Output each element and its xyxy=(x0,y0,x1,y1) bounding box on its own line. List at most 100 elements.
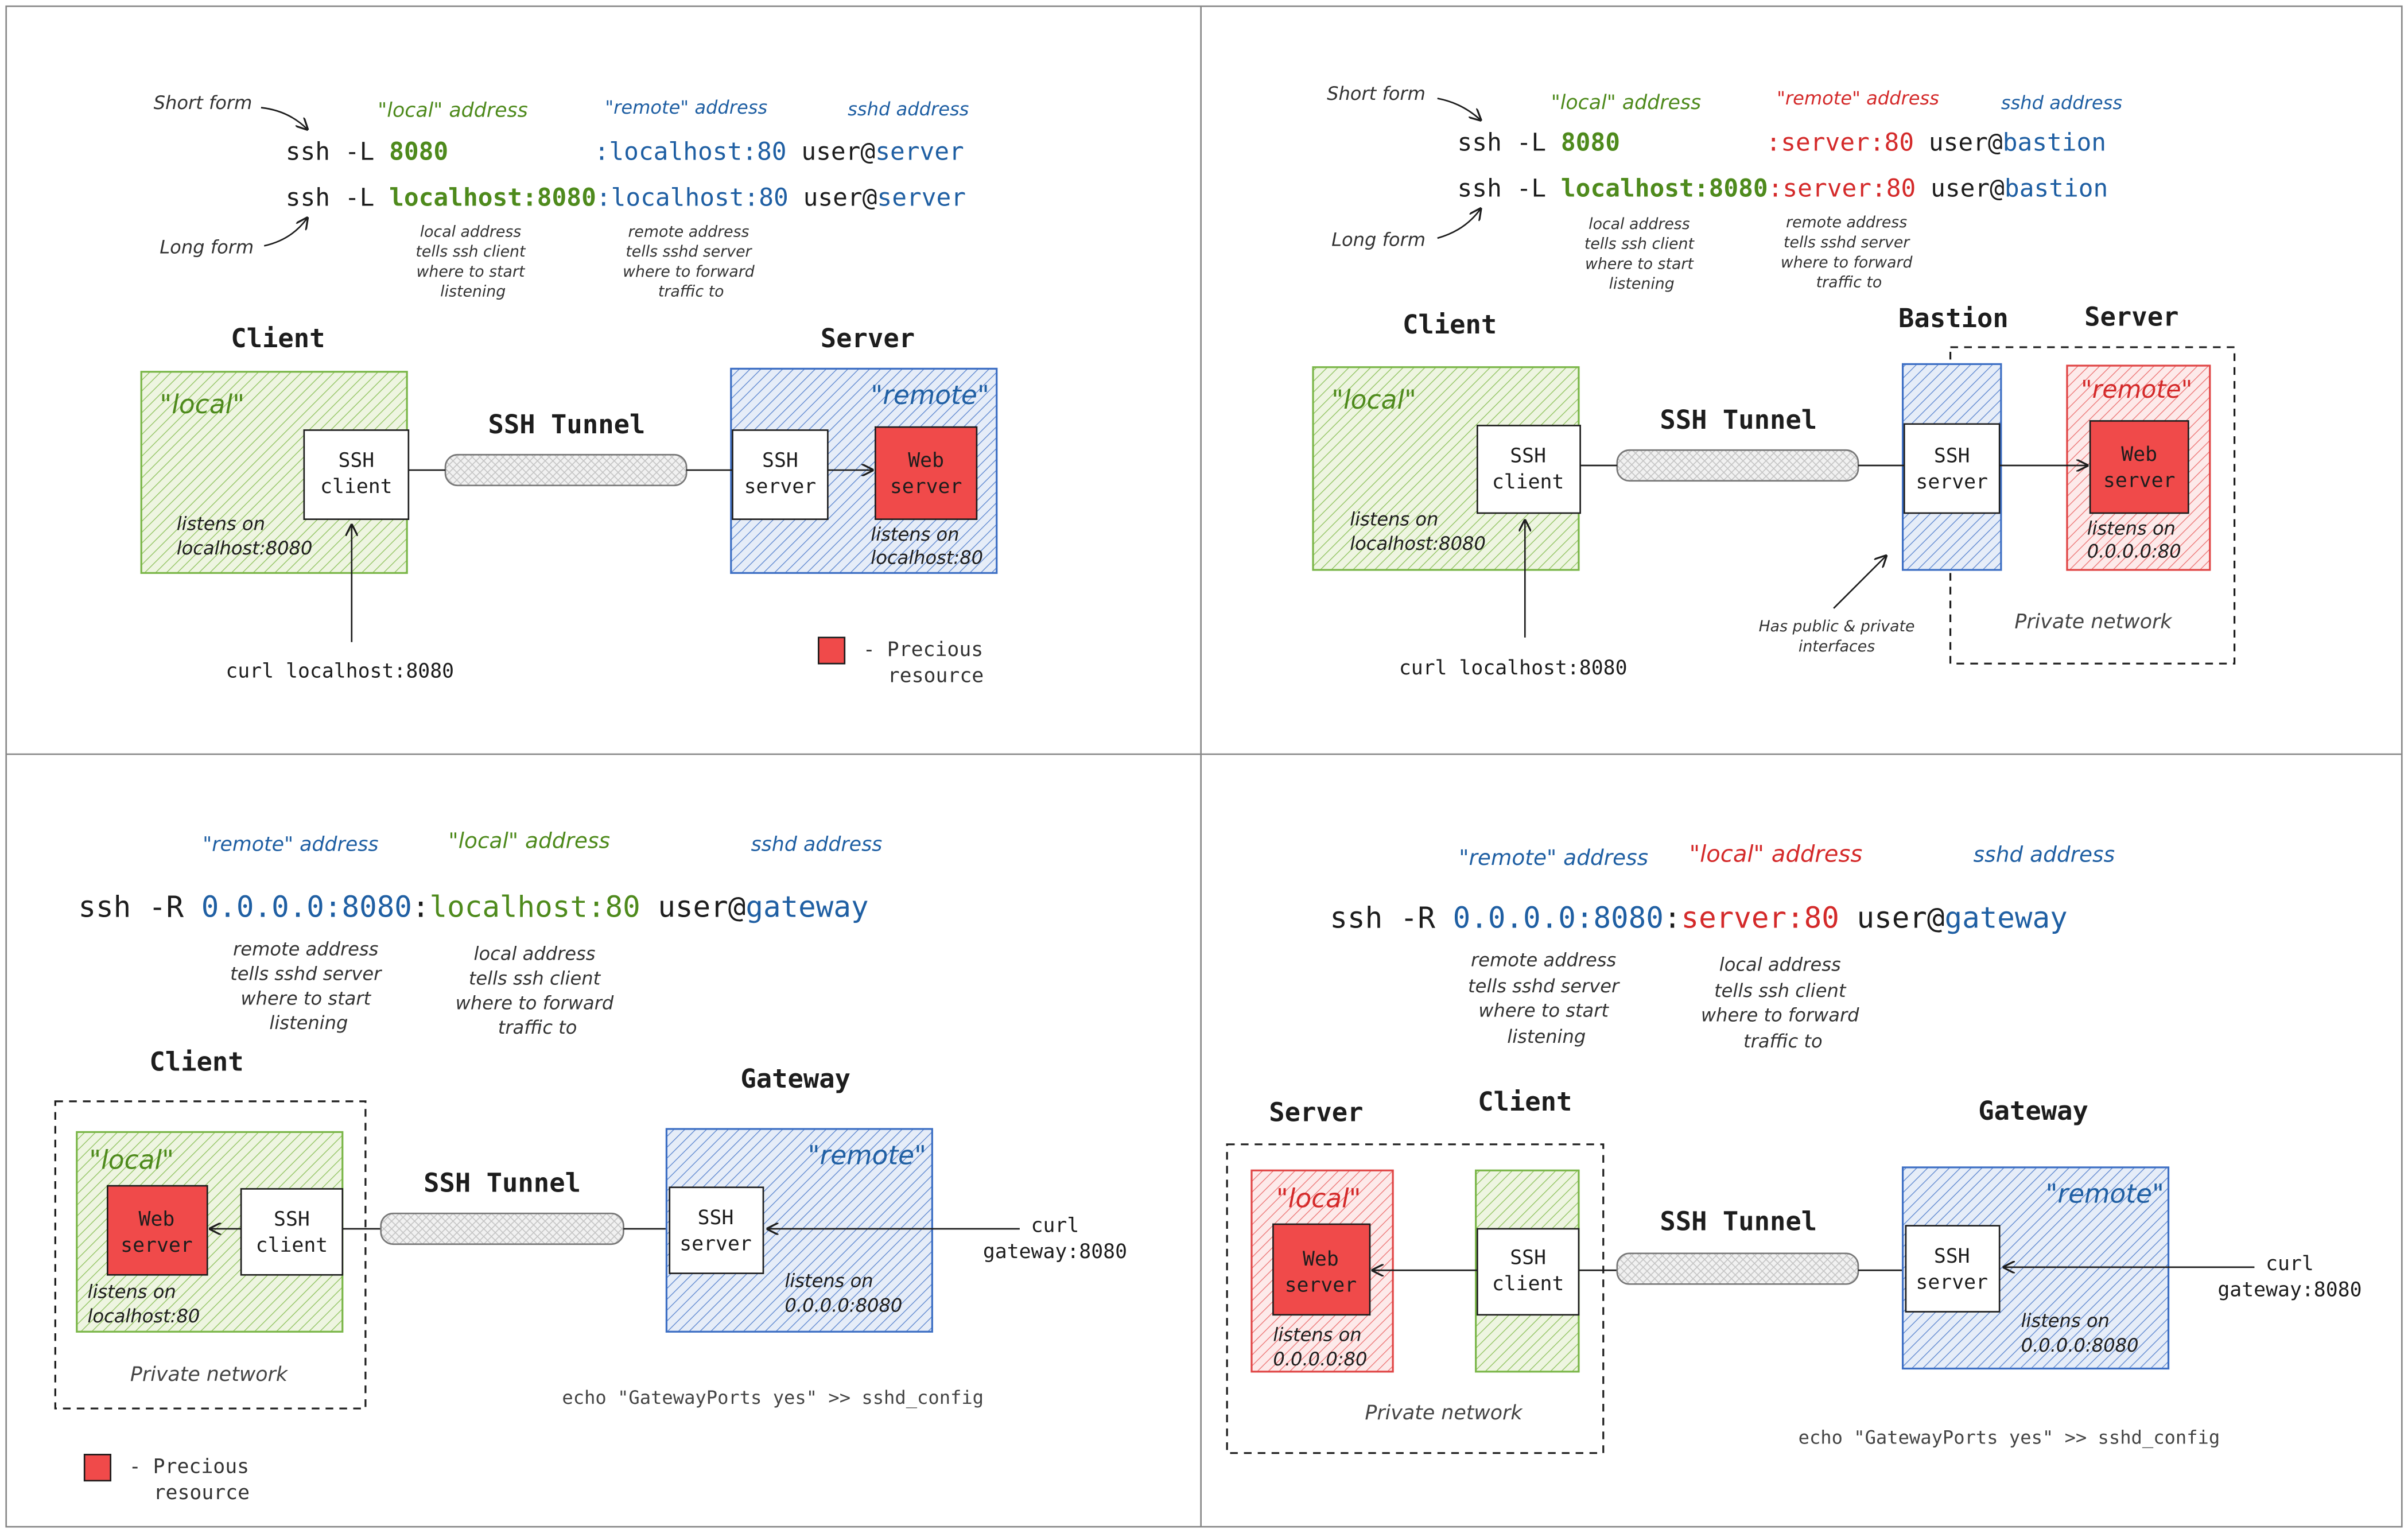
ssh-tunnel-label: SSH Tunnel xyxy=(424,1168,581,1198)
local-address-caption: "local" address xyxy=(378,99,527,122)
bastion-title: Bastion xyxy=(1898,303,2009,333)
remote-address-caption: "remote" address xyxy=(605,96,767,118)
curl-command: curl localhost:8080 xyxy=(1399,657,1628,680)
client-title: Client xyxy=(149,1046,243,1077)
local-address-note: local address tells ssh client where to … xyxy=(1701,953,1865,1052)
local-address-note: local address tells ssh client where to … xyxy=(415,223,530,300)
local-zone-label: "local" xyxy=(160,389,244,420)
private-network-label: Private network xyxy=(1365,1402,1523,1425)
ssh-server-box xyxy=(732,429,829,520)
ssh-server-box xyxy=(1903,423,2001,514)
remote-forward-command: ssh -R 0.0.0.0:8080:server:80 user@gatew… xyxy=(1330,901,2067,934)
long-form-arrow xyxy=(263,218,307,247)
ssh-client-box xyxy=(1476,425,1581,514)
local-forward-via-bastion: Short form Long form "local" address "re… xyxy=(1312,83,2236,680)
ssh-tunnel xyxy=(444,453,688,487)
gateway-ports-command: echo "GatewayPorts yes" >> sshd_config xyxy=(1799,1427,2220,1449)
remote-forward-to-private-server: "remote" address "local" address sshd ad… xyxy=(1226,841,2362,1454)
gateway-title: Gateway xyxy=(1978,1096,2088,1126)
server-title: Server xyxy=(2084,301,2178,332)
local-address-note: local address tells ssh client where to … xyxy=(1584,215,1699,293)
local-address-caption: "local" address xyxy=(448,828,610,853)
remote-zone-label: "remote" xyxy=(808,1140,926,1171)
remote-address-note: remote address tells sshd server where t… xyxy=(623,223,759,300)
short-form-command: ssh -L 8080 xyxy=(286,137,448,166)
ssh-client-box xyxy=(240,1188,344,1276)
private-network-boundary xyxy=(1226,1143,1605,1454)
server-title: Server xyxy=(821,323,915,354)
remote-forward-simple: "remote" address "local" address sshd ad… xyxy=(54,828,1127,1504)
long-form-label: Long form xyxy=(1331,228,1426,250)
web-server-box xyxy=(1272,1223,1371,1316)
gateway-ports-command: echo "GatewayPorts yes" >> sshd_config xyxy=(562,1387,984,1408)
ssh-tunnel xyxy=(1616,1252,1859,1285)
web-server-box xyxy=(874,426,978,520)
bastion-note-arrow xyxy=(1833,556,1886,609)
long-form-command: ssh -L localhost:8080:server:80 user@bas… xyxy=(1458,174,2108,203)
sshd-address-caption: sshd address xyxy=(2001,92,2123,114)
ssh-tunnel xyxy=(1616,449,1859,482)
remote-address-caption: "remote" address xyxy=(1777,87,1939,109)
client-title: Client xyxy=(1478,1086,1572,1117)
private-network-label: Private network xyxy=(2014,611,2173,634)
long-form-command: ssh -L localhost:8080:localhost:80 user@… xyxy=(286,184,966,212)
remote-address-note: remote address tells sshd server where t… xyxy=(1781,214,1917,291)
web-server-box xyxy=(2089,420,2189,514)
short-form-arrow xyxy=(1437,98,1481,119)
ssh-client-box xyxy=(1476,1228,1580,1316)
local-forward-simple: Short form Long form "local" address "re… xyxy=(140,92,998,687)
sshd-address-caption: sshd address xyxy=(1974,841,2115,867)
short-form-command-rest: :server:80 user@bastion xyxy=(1766,128,2106,157)
precious-legend-swatch xyxy=(83,1454,112,1482)
remote-forward-command: ssh -R 0.0.0.0:8080:localhost:80 user@ga… xyxy=(78,890,868,924)
local-zone-label: "local" xyxy=(1276,1183,1361,1214)
sshd-address-caption: sshd address xyxy=(848,98,969,120)
client-title: Client xyxy=(231,323,325,354)
sshd-address-caption: sshd address xyxy=(751,833,883,856)
short-form-arrow xyxy=(261,107,307,129)
web-server-box xyxy=(106,1185,208,1276)
local-address-caption: "local" address xyxy=(1551,91,1701,114)
remote-address-note: remote address tells sshd server where t… xyxy=(1468,949,1625,1047)
remote-address-caption: "remote" address xyxy=(1459,845,1648,870)
long-form-label: Long form xyxy=(160,236,254,258)
curl-command: curl localhost:8080 xyxy=(226,659,454,682)
local-zone-label: "local" xyxy=(1331,385,1416,415)
short-form-label: Short form xyxy=(1327,83,1426,104)
ssh-server-box xyxy=(1905,1225,2001,1313)
short-form-command-rest: :localhost:80 user@server xyxy=(595,137,964,166)
client-title: Client xyxy=(1403,309,1497,340)
short-form-command: ssh -L 8080 xyxy=(1458,128,1620,157)
remote-address-caption: "remote" address xyxy=(203,833,378,856)
local-address-caption: "local" address xyxy=(1690,841,1863,867)
precious-legend-swatch xyxy=(817,637,846,665)
gateway-title: Gateway xyxy=(740,1064,850,1094)
outer-frame xyxy=(5,5,2403,1528)
ssh-tunnel-label: SSH Tunnel xyxy=(488,409,646,440)
local-address-note: local address tells ssh client where to … xyxy=(456,943,620,1038)
remote-address-note: remote address tells sshd server where t… xyxy=(230,938,387,1034)
ssh-server-box xyxy=(669,1186,764,1274)
remote-zone-label: "remote" xyxy=(2045,1178,2164,1209)
